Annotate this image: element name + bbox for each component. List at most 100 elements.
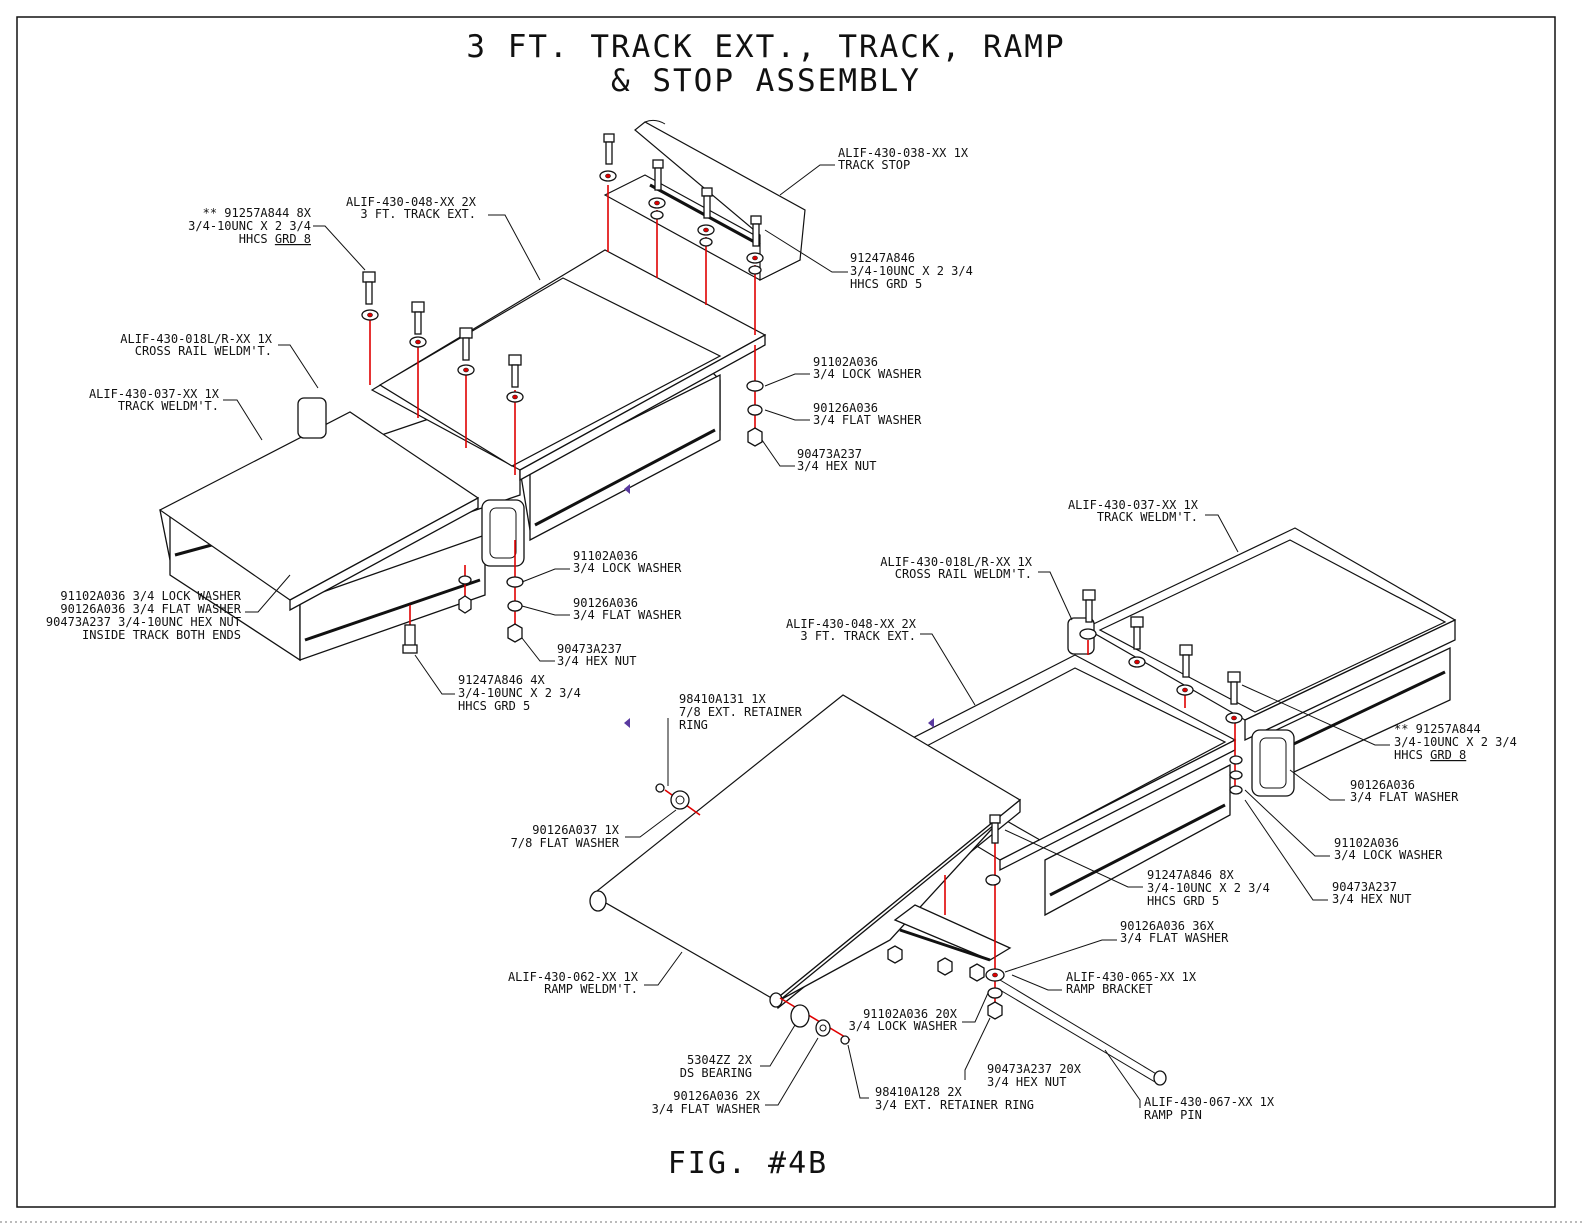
callout-line: 3 FT. TRACK EXT. <box>360 207 476 221</box>
callout-line: 91102A036 <box>813 355 878 369</box>
callout-line: HHCS GRD 5 <box>458 699 530 713</box>
callout-line: 3/4-10UNC X 2 3/4 <box>188 219 311 233</box>
hex-bolt-icon <box>362 271 376 305</box>
cross-rail-lower <box>1251 729 1295 797</box>
callout-line: 3/4 LOCK WASHER <box>1334 848 1443 862</box>
callout-line: 3/4-10UNC X 2 3/4 <box>1147 881 1270 895</box>
figure-label: FIG. #4B <box>668 1146 829 1181</box>
callout-line: 98410A131 1X <box>679 692 766 706</box>
leaders-upper <box>223 164 848 695</box>
callout-line: 5304ZZ 2X <box>687 1053 753 1067</box>
callout-ramp-weldmt: ALIF-430-062-XX 1X RAMP WELDM'T. <box>508 970 639 996</box>
lower-assembly <box>589 514 1457 1108</box>
callout-line: 91247A846 8X <box>1147 868 1234 882</box>
upper-assembly <box>158 119 848 695</box>
callout-line: HHCS GRD 8 <box>1394 748 1466 762</box>
callout-lock-washer-lower-a: 91102A036 3/4 LOCK WASHER <box>1334 836 1443 862</box>
hex-bolt-icon <box>459 327 473 361</box>
callout-line-text: HHCS <box>1394 748 1430 762</box>
callout-line: CROSS RAIL WELDM'T. <box>895 567 1032 581</box>
callout-bolt-grd8-upper: ** 91257A844 8X 3/4-10UNC X 2 3/4 HHCS G… <box>188 206 312 246</box>
callout-line-text: HHCS <box>239 232 275 246</box>
ramp-weldment <box>589 694 1022 1010</box>
callout-flat-washer-lower-a: 90126A036 3/4 FLAT WASHER <box>1350 778 1459 804</box>
callout-flat-washer-upper-b: 90126A036 3/4 FLAT WASHER <box>573 596 682 622</box>
callout-cross-rail-upper: ALIF-430-018L/R-XX 1X CROSS RAIL WELDM'T… <box>120 332 272 358</box>
callout-flat-washer-2x: 90126A036 2X 3/4 FLAT WASHER <box>652 1089 761 1116</box>
hex-bolt-icon <box>989 814 1001 844</box>
callout-line: 3/4 HEX NUT <box>797 459 876 473</box>
leaders-lower <box>625 514 1390 1108</box>
callout-line: 3/4 FLAT WASHER <box>573 608 682 622</box>
callout-line: 90473A237 <box>797 447 862 461</box>
callout-flat-washer-upper-a: 90126A036 3/4 FLAT WASHER <box>813 401 922 427</box>
drawing-border <box>16 16 1556 1208</box>
callout-retainer-78: 98410A131 1X 7/8 EXT. RETAINER RING <box>679 692 803 732</box>
callout-line: 90473A237 3/4-10UNC HEX NUT <box>46 615 241 629</box>
hex-bolt-icon <box>603 133 615 165</box>
title-line-1: 3 FT. TRACK EXT., TRACK, RAMP <box>466 29 1065 65</box>
callout-track-ext-upper: ALIF-430-048-XX 2X 3 FT. TRACK EXT. <box>346 195 477 221</box>
callout-line: ALIF-430-018L/R-XX 1X <box>120 332 272 346</box>
hex-bolt-icon <box>411 301 425 335</box>
hex-bolt-icon <box>508 354 522 388</box>
callout-line: 90126A036 36X <box>1120 919 1215 933</box>
washers-lower <box>655 628 1243 1045</box>
callout-line: 91102A036 <box>1334 836 1399 850</box>
hex-bolt-icon <box>750 215 762 247</box>
callout-bolt-8x: 91247A846 8X 3/4-10UNC X 2 3/4 HHCS GRD … <box>1147 868 1270 908</box>
callout-line: ** 91257A844 8X <box>203 206 312 220</box>
callout-line: 3/4 FLAT WASHER <box>652 1102 761 1116</box>
callout-line: 91102A036 20X <box>863 1007 958 1021</box>
callout-line: RAMP WELDM'T. <box>544 982 638 996</box>
callout-bearing: 5304ZZ 2X DS BEARING <box>680 1053 753 1080</box>
callout-line: ALIF-430-038-XX 1X <box>838 146 969 160</box>
callout-line: ** 91257A844 <box>1394 722 1481 736</box>
title-line-2: & STOP ASSEMBLY <box>611 63 921 99</box>
callout-line: 3/4 EXT. RETAINER RING <box>875 1098 1034 1112</box>
callout-line: 91247A846 <box>850 251 915 265</box>
callout-line: 90473A237 <box>1332 880 1397 894</box>
callout-retainer-34: 98410A128 2X 3/4 EXT. RETAINER RING <box>875 1085 1034 1112</box>
callout-lock-washer-20x: 91102A036 20X 3/4 LOCK WASHER <box>849 1007 958 1033</box>
callout-line: 90126A036 3/4 FLAT WASHER <box>60 602 241 616</box>
callout-line: 3/4 FLAT WASHER <box>813 413 922 427</box>
callout-hex-nut-20x: 90473A237 20X 3/4 HEX NUT <box>987 1062 1082 1089</box>
hex-bolt-icon <box>1130 616 1144 650</box>
callout-line: 3/4 LOCK WASHER <box>849 1019 958 1033</box>
callout-flat-washer-78: 90126A037 1X 7/8 FLAT WASHER <box>511 823 620 850</box>
callout-line: 3/4-10UNC X 2 3/4 <box>850 264 973 278</box>
callout-line: INSIDE TRACK BOTH ENDS <box>82 628 241 642</box>
hex-bolt-icon <box>402 624 418 654</box>
callout-line: DS BEARING <box>680 1066 752 1080</box>
callout-line: ALIF-430-067-XX 1X <box>1144 1095 1275 1109</box>
callout-line: 90126A036 <box>813 401 878 415</box>
track-weldment-upper <box>158 397 521 662</box>
callout-line: ALIF-430-018L/R-XX 1X <box>880 555 1032 569</box>
callout-line: 91102A036 3/4 LOCK WASHER <box>60 589 241 603</box>
callout-line: 3/4 HEX NUT <box>987 1075 1066 1089</box>
hex-bolt-icon <box>1227 671 1241 705</box>
arrow-marker-icon <box>624 718 630 728</box>
callout-bolt-grd8-lower: ** 91257A844 3/4-10UNC X 2 3/4 HHCS GRD … <box>1394 722 1517 762</box>
callout-line: 90126A036 <box>573 596 638 610</box>
callout-line: 7/8 FLAT WASHER <box>511 836 620 850</box>
bolts-upper <box>362 133 762 654</box>
callout-line: ALIF-430-048-XX 2X <box>786 617 917 631</box>
callout-line: ALIF-430-037-XX 1X <box>89 387 220 401</box>
callout-line: 3/4-10UNC X 2 3/4 <box>1394 735 1517 749</box>
callout-bolt-4x: 91247A846 4X 3/4-10UNC X 2 3/4 HHCS GRD … <box>458 673 581 713</box>
callout-line: ALIF-430-065-XX 1X <box>1066 970 1197 984</box>
callout-ramp-bracket: ALIF-430-065-XX 1X RAMP BRACKET <box>1066 970 1197 996</box>
callout-line: TRACK WELDM'T. <box>118 399 219 413</box>
cross-rail-upper <box>481 499 525 567</box>
callout-line: 98410A128 2X <box>875 1085 962 1099</box>
washers-upper <box>361 170 764 643</box>
callout-line: ALIF-430-037-XX 1X <box>1068 498 1199 512</box>
callout-hex-nut-upper-b: 90473A237 3/4 HEX NUT <box>557 642 636 668</box>
callout-line: 3/4 LOCK WASHER <box>813 367 922 381</box>
callout-flat-washer-36x: 90126A036 36X 3/4 FLAT WASHER <box>1120 919 1229 945</box>
callout-line: 90473A237 20X <box>987 1062 1082 1076</box>
callout-line: RING <box>679 718 708 732</box>
